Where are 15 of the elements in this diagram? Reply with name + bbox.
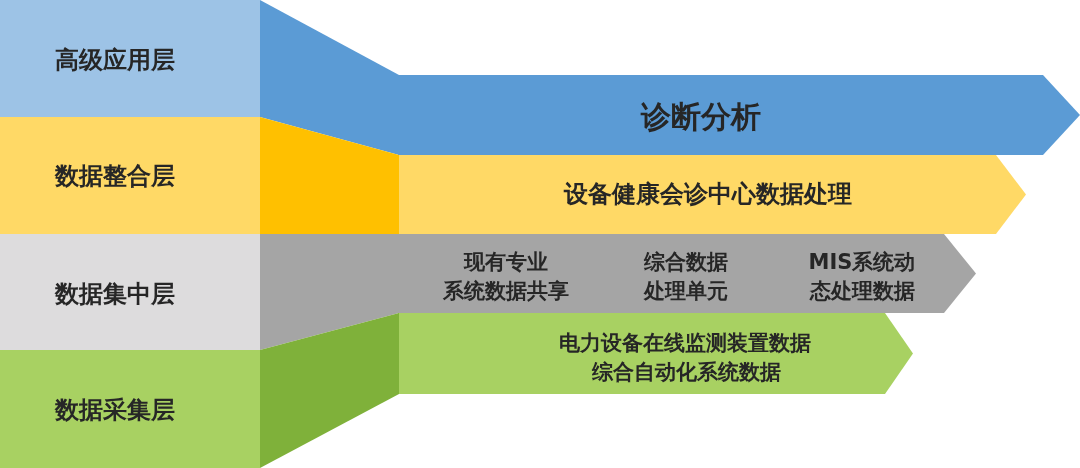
band-label: 设备健康会诊中心数据处理 [564, 179, 852, 211]
layer-box [0, 234, 260, 350]
layer-label: 数据整合层 [55, 161, 175, 193]
layer-label: 数据集中层 [55, 279, 175, 311]
layer-box [0, 117, 260, 234]
layer-label: 高级应用层 [55, 45, 175, 77]
band-label: 电力设备在线监测装置数据 [559, 329, 811, 357]
band-label: 综合数据处理单元 [644, 249, 728, 305]
band-label: 诊断分析 [641, 98, 761, 137]
layer-box [0, 0, 260, 117]
band-label: 综合自动化系统数据 [591, 358, 781, 386]
band-label: MIS系统动态处理数据 [808, 249, 916, 305]
layer-box [0, 350, 260, 468]
layer-label: 数据采集层 [55, 395, 175, 427]
band-label: 现有专业系统数据共享 [443, 249, 569, 305]
